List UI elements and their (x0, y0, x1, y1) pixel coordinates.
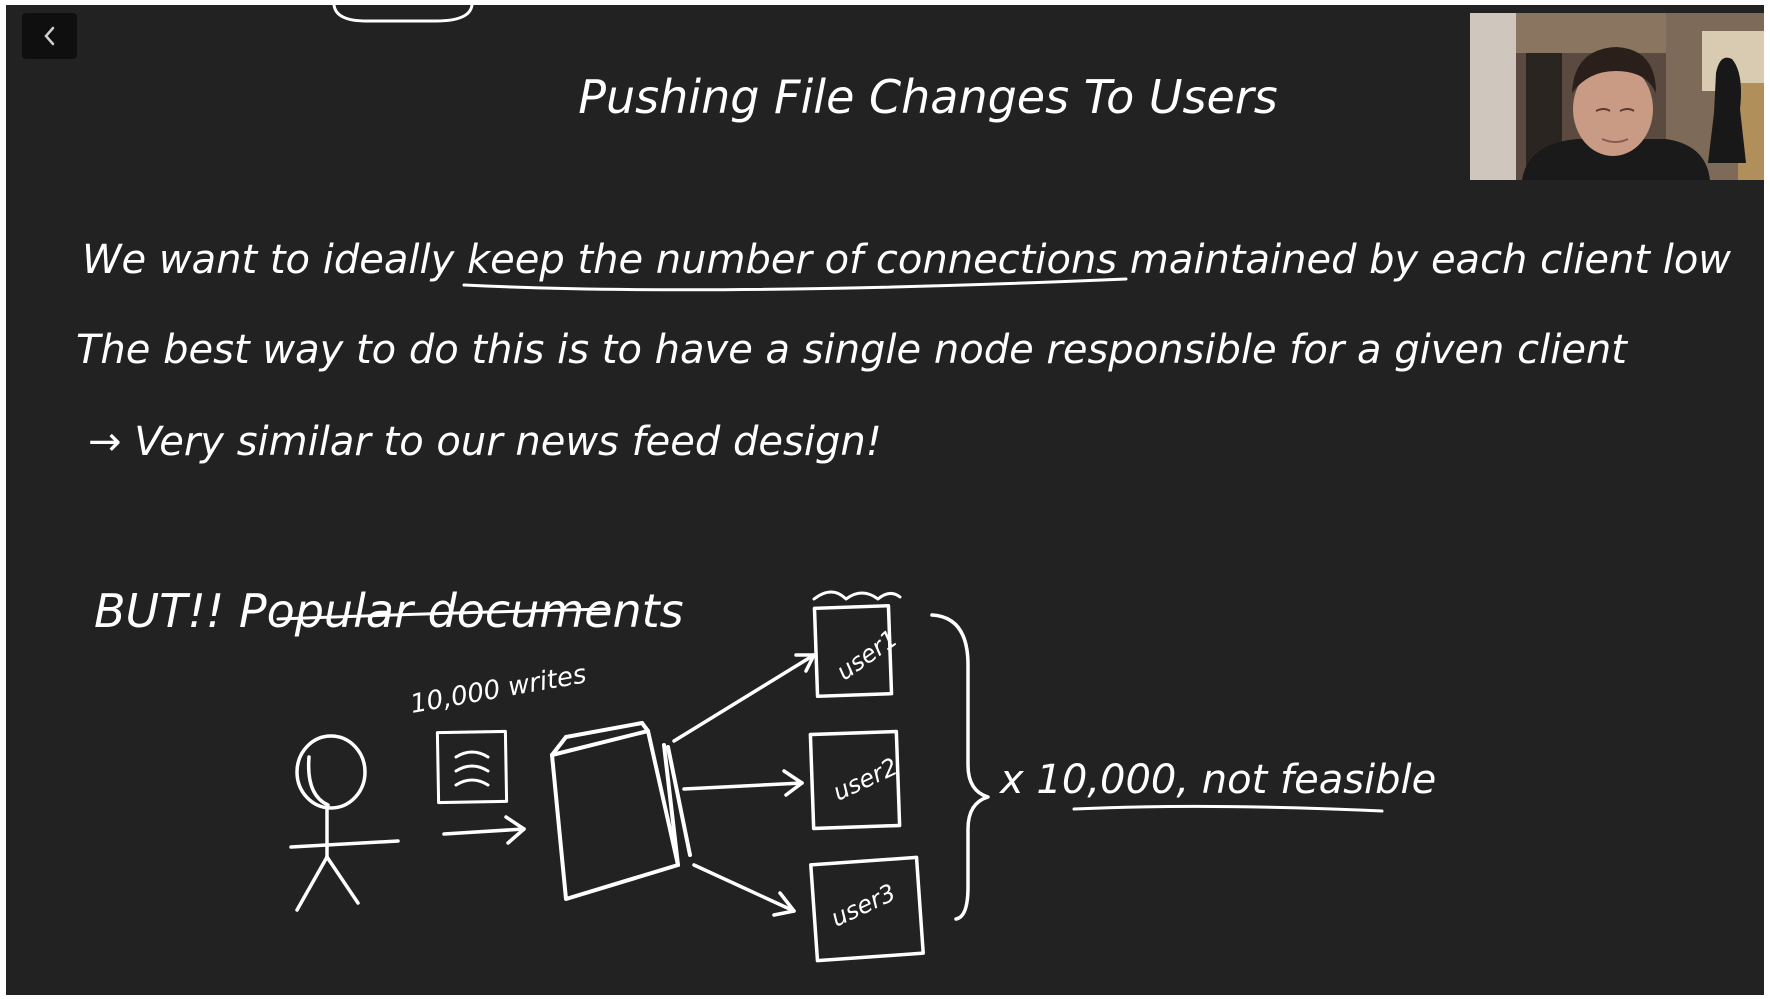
arrow-to-user3 (692, 863, 796, 913)
stick-figure-icon (289, 734, 400, 912)
note-line-1: We want to ideally keep the number of co… (82, 237, 1731, 283)
chevron-left-icon (43, 26, 54, 46)
handwritten-notes: Pushing File Changes To Users We want to… (76, 5, 1731, 963)
arrow-to-user1 (672, 653, 816, 743)
user-box-2 (808, 729, 902, 831)
webcam-overlay (1470, 13, 1764, 180)
curly-brace (930, 613, 990, 921)
arrow-to-user2 (682, 781, 804, 791)
webcam-image (1470, 13, 1764, 180)
user-box-1 (812, 603, 894, 699)
server-box-icon (550, 721, 692, 901)
user-box-3 (809, 855, 925, 963)
writes-label: 10,000 writes (408, 659, 589, 719)
page-title: Pushing File Changes To Users (578, 70, 1277, 124)
document-icon (435, 729, 509, 805)
back-button[interactable] (22, 13, 77, 59)
user2-label: user2 (829, 752, 902, 806)
underline-popular-documents (276, 607, 611, 621)
scribble-top (332, 5, 474, 23)
conclusion-text: x 10,000, not feasible (998, 757, 1436, 803)
scribble-above-users (812, 590, 902, 601)
user3-label: user3 (827, 878, 900, 932)
section-heading: BUT!! Popular documents (94, 584, 684, 638)
underline-keep-connections (462, 277, 1128, 292)
whiteboard-canvas: Pushing File Changes To Users We want to… (6, 5, 1764, 995)
arrow-to-server (442, 827, 526, 836)
underline-not-feasible (1072, 804, 1384, 813)
note-line-3: → Very similar to our news feed design! (88, 419, 882, 465)
note-line-2: The best way to do this is to have a sin… (76, 327, 1628, 373)
